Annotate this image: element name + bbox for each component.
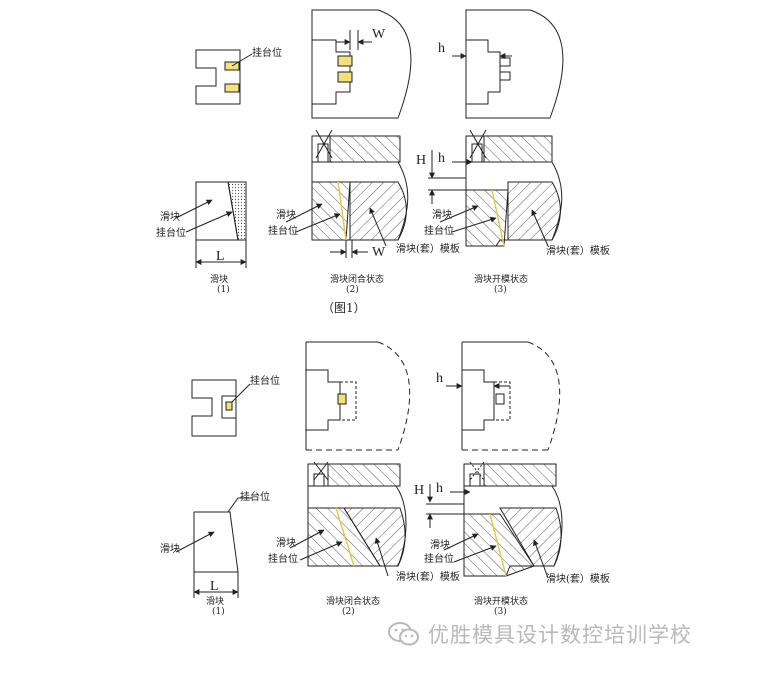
fig1-p2-plate-label: 滑块(套）模板 xyxy=(396,242,460,255)
watermark: 优胜模具设计数控培训学校 xyxy=(388,620,692,648)
fig2-p1-caption: 滑块 xyxy=(206,595,224,607)
fig2-closed-top xyxy=(305,341,411,451)
fig2-open-top xyxy=(446,341,561,451)
fig1-p2-caption-num: (2) xyxy=(346,284,359,295)
fig1-p2-dim-w-bottom: W xyxy=(372,245,386,260)
fig2-p2-caption: 滑块闭合状态 xyxy=(326,595,380,607)
fig2-p3-plate-label: 滑块(套）模板 xyxy=(546,572,610,585)
fig2-p3-dim-h-top: h xyxy=(436,371,443,386)
fig1-p3-dim-h-mid: h xyxy=(438,151,445,166)
fig1-p3-plate-label: 滑块(套）模板 xyxy=(546,244,610,257)
wechat-icon xyxy=(388,622,419,646)
fig2-p1-dim-l: L xyxy=(210,579,219,594)
fig2-closed-section xyxy=(289,461,407,577)
fig1-slider-side xyxy=(175,181,247,268)
fig1-p2-dim-w-top: W xyxy=(372,27,386,42)
fig2-p3-slider-label: 滑块 xyxy=(430,539,450,551)
fig2-p1-caption-num: (1) xyxy=(212,606,225,617)
fig1-p1-caption-num: (1) xyxy=(217,284,230,295)
fig1-p3-caption-num: (3) xyxy=(494,284,507,295)
fig2-p1-hook-label: 挂台位 xyxy=(250,374,280,387)
fig1-p2-hook-label: 挂台位 xyxy=(268,224,298,237)
fig2-p2-plate-label: 滑块(套）模板 xyxy=(396,570,460,583)
fig1-slider-profile xyxy=(195,49,253,105)
fig2-p1-hook-label-b: 挂台位 xyxy=(240,490,270,503)
fig2-p2-caption-num: (2) xyxy=(342,606,355,617)
fig1-closed-top xyxy=(311,9,412,119)
fig1-p1-caption: 滑块 xyxy=(210,273,228,285)
fig2-p2-hook-label: 挂台位 xyxy=(268,552,298,565)
fig1-p1-hook-label: 挂台位 xyxy=(252,46,282,59)
fig2-p3-dim-H: H xyxy=(414,483,424,498)
fig1-p1-slider-label: 滑块 xyxy=(160,211,180,223)
fig2-open-section xyxy=(426,461,563,579)
fig1-p3-hook-label: 挂台位 xyxy=(424,224,454,237)
fig1-p1-hook-label-2: 挂台位 xyxy=(156,226,186,239)
fig2-p1-slider-label: 滑块 xyxy=(160,543,180,555)
fig1-closed-section xyxy=(285,129,409,258)
fig1-open-top xyxy=(452,9,564,119)
fig1-caption: （图1） xyxy=(322,301,366,315)
fig2-p2-slider-label: 滑块 xyxy=(276,537,296,549)
fig2-p3-caption: 滑块开模状态 xyxy=(474,595,528,607)
fig1-p3-dim-h-top: h xyxy=(438,41,445,56)
fig2-p3-hook-label: 挂台位 xyxy=(424,552,454,565)
fig1-open-section xyxy=(428,129,563,247)
fig1-p2-slider-label: 滑块 xyxy=(276,209,296,221)
fig1-p3-dim-H: H xyxy=(416,153,426,168)
fig2-p3-caption-num: (3) xyxy=(494,606,507,617)
fig1-p2-caption: 滑块闭合状态 xyxy=(330,273,384,285)
fig1-p3-caption: 滑块开模状态 xyxy=(474,273,528,285)
fig1-p3-slider-label: 滑块 xyxy=(432,209,452,221)
fig2-slider-side xyxy=(175,497,252,598)
fig1-p1-dim-l: L xyxy=(216,249,225,264)
fig2-slider-profile xyxy=(191,379,251,437)
fig2-p3-dim-h-mid: h xyxy=(436,481,443,496)
watermark-text: 优胜模具设计数控培训学校 xyxy=(428,623,692,647)
